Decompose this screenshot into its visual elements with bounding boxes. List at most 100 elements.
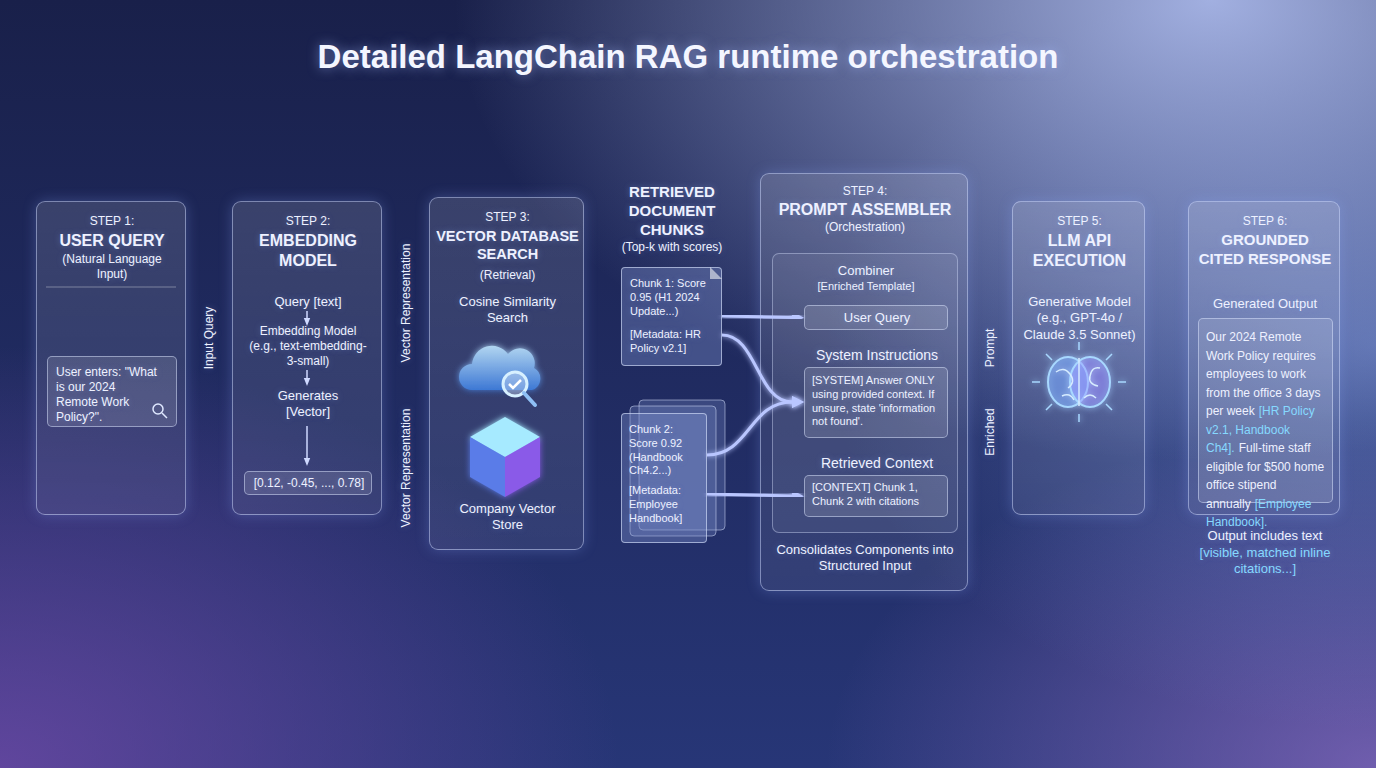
flow-arrow	[707, 494, 792, 496]
step-number: STEP 4:	[771, 184, 959, 199]
annotation-label: [visible, matched inline citations...]	[1198, 545, 1333, 578]
retrieved-context-box: Retrieved Context[CONTEXT] Chunk 1, Chun…	[804, 475, 948, 517]
brain-lobe	[1048, 357, 1088, 407]
combiner-subtitle: [Enriched Template]	[783, 280, 949, 294]
context-text: [CONTEXT] Chunk 1, Chunk 2 with citation…	[812, 481, 942, 509]
system-instructions-box: System Instructions[SYSTEM] Answer ONLY …	[804, 367, 948, 438]
flow-arrow	[186, 385, 220, 390]
step-text: Embedding Model (e.g., text-embedding-3-…	[246, 324, 370, 369]
cube-icon	[470, 417, 540, 497]
step-panel: User QuerySystem Instructions[SYSTEM] An…	[760, 173, 968, 591]
step-arrow	[306, 370, 308, 382]
chunk-text: Chunk 2: Score 0.92 (Handbook Ch4.2...)	[629, 423, 703, 478]
brain-rays	[1032, 342, 1126, 422]
step-panel: STEP 3: VECTOR DATABASE SEARCH (Retrieval)…	[429, 197, 584, 550]
vector-box: [0.12, -0.45, ..., 0.78]	[244, 471, 372, 495]
search-icon-handle	[162, 413, 167, 418]
step-number: STEP 2:	[243, 214, 373, 229]
query-text: User enters: "What is our 2024 Remote Wo…	[56, 365, 160, 425]
step-title: GROUNDED CITED RESPONSE	[1198, 231, 1332, 269]
step-panel: [0.12, -0.45, ..., 0.78] STEP 2: EMBEDDING…	[232, 201, 382, 515]
step-title: PROMPT ASSEMBLER	[767, 200, 963, 220]
user-query-slot: User Query	[804, 305, 948, 330]
stacked-page	[630, 406, 716, 536]
step-arrow	[306, 311, 308, 322]
check-mark	[509, 380, 521, 388]
combiner-panel: User QuerySystem Instructions[SYSTEM] An…	[772, 253, 958, 533]
flow-arrow	[968, 381, 1000, 386]
step-subtitle: (Natural Language Input)	[47, 252, 177, 282]
magnifier-icon	[503, 372, 527, 396]
brain-icon	[1032, 342, 1126, 422]
step-panel: User enters: "What is our 2024 Remote Wo…	[36, 201, 186, 515]
edge-label: Input Query	[202, 307, 217, 370]
step-number: STEP 5:	[1023, 214, 1136, 229]
annotation-label: (Top-k with scores)	[602, 240, 742, 255]
flow-arrow	[584, 476, 609, 480]
response-text: Our 2024 Remote Work Policy requires emp…	[1206, 330, 1321, 418]
edge-label: Vector Representation	[399, 244, 414, 363]
chunk-metadata: [Metadata: Employee Handbook]	[629, 484, 703, 525]
magnifier-handle	[524, 393, 535, 405]
divider-line	[46, 287, 176, 288]
query-input-box: User enters: "What is our 2024 Remote Wo…	[47, 356, 177, 427]
step-number: STEP 3:	[440, 210, 575, 225]
step-title: LLM API EXECUTION	[1025, 231, 1135, 271]
vector-text: [0.12, -0.45, ..., 0.78]	[247, 476, 371, 491]
flow-arrow	[722, 335, 792, 402]
response-box: Our 2024 Remote Work Policy requires emp…	[1198, 318, 1333, 503]
step-text: Query [text]	[243, 294, 373, 310]
cube-face	[470, 437, 505, 497]
document-chunk: Chunk 1: Score 0.95 (H1 2024 Update...)[…	[621, 267, 722, 366]
step-text: Consolidates Components into Structured …	[775, 542, 955, 575]
annotation-label: RETRIEVED DOCUMENT CHUNKS	[612, 183, 732, 239]
diagram-title: Detailed LangChain RAG runtime orchestra…	[0, 38, 1376, 76]
step-text: Company Vector Store	[458, 501, 558, 534]
flow-arrow	[1145, 381, 1176, 386]
step-title: VECTOR DATABASE SEARCH	[432, 227, 583, 263]
stacked-page	[639, 400, 725, 530]
annotation-label: Vector Representation	[399, 409, 414, 528]
step-arrow	[306, 426, 308, 462]
flow-arrow	[584, 313, 609, 317]
section-heading: Retrieved Context	[797, 455, 957, 473]
step-subtitle: (Retrieval)	[440, 268, 575, 283]
step-text: Generated Output	[1199, 296, 1331, 312]
cloud-icon	[459, 346, 540, 390]
brain-lobe	[1070, 357, 1110, 407]
cube-face	[470, 417, 540, 457]
annotation-label: Output includes text	[1190, 528, 1340, 544]
document-chunk: Chunk 2: Score 0.92 (Handbook Ch4.2...) […	[621, 413, 707, 543]
page-fold	[710, 267, 722, 279]
flow-arrow	[382, 381, 417, 386]
step-text: Cosine Similarity Search	[448, 294, 568, 327]
cube-face	[505, 437, 540, 497]
response-text: Full-time staff eligible for $500 home o…	[1206, 441, 1324, 511]
citation: [HR Policy v2.1, Handbook Ch4].	[1206, 404, 1315, 455]
step-subtitle: (Orchestration)	[771, 220, 959, 235]
step-title: USER QUERY	[47, 231, 177, 251]
instruction-text: [SYSTEM] Answer ONLY using provided cont…	[812, 374, 942, 429]
step-panel: STEP 5: LLM API EXECUTION Generative Model…	[1012, 201, 1145, 515]
section-heading: System Instructions	[797, 347, 957, 365]
brain-fold	[1056, 358, 1100, 406]
edge-label: Prompt	[983, 329, 998, 368]
citation: [Employee Handbook].	[1206, 497, 1311, 530]
flow-arrow	[722, 316, 792, 318]
step-number: STEP 6:	[1199, 214, 1331, 229]
annotation-label: Enriched	[983, 408, 998, 455]
flow-arrow	[707, 402, 792, 455]
combiner-title: Combiner	[783, 263, 949, 279]
chunk-text: Chunk 1: Score 0.95 (H1 2024 Update...)	[630, 277, 710, 318]
search-icon	[153, 404, 163, 414]
slot-text: User Query	[809, 310, 945, 326]
step-text: Generative Model (e.g., GPT-4o / Claude …	[1021, 294, 1139, 343]
step-text: Generates [Vector]	[263, 388, 353, 421]
step-number: STEP 1:	[47, 214, 177, 229]
step-title: EMBEDDING MODEL	[248, 231, 368, 271]
